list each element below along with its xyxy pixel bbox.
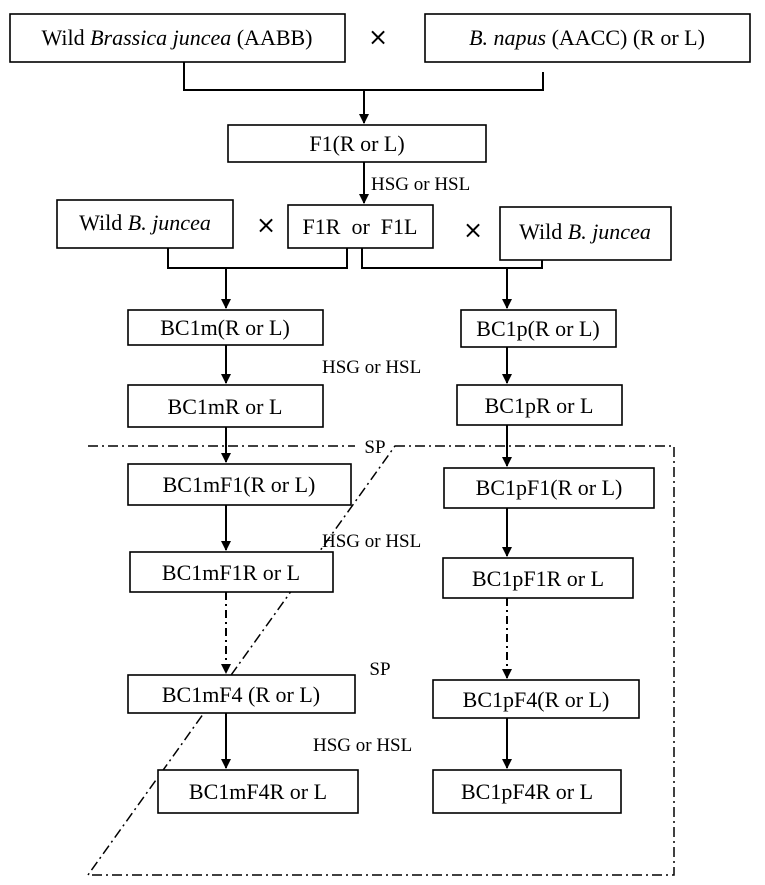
node-bc1pf4-label: BC1pF4(R or L) xyxy=(463,687,610,712)
cross-symbol-left: × xyxy=(256,211,276,239)
cross-symbol-top: × xyxy=(368,23,388,51)
connector-right-cross xyxy=(361,248,543,269)
node-wild-left: Wild B. juncea xyxy=(56,199,234,249)
wild-left-text: Wild xyxy=(79,210,128,235)
node-bc1mf1-label: BC1mF1(R or L) xyxy=(163,472,316,497)
cross-symbol-right: × xyxy=(463,216,483,244)
svg-text:Wild Brassica juncea (AABB): Wild Brassica juncea (AABB) xyxy=(41,25,312,50)
node-bc1pr: BC1pR or L xyxy=(456,384,623,426)
parent-juncea-text-1: Wild xyxy=(41,25,90,50)
svg-text:Wild B. juncea: Wild B. juncea xyxy=(519,219,651,244)
node-bc1p: BC1p(R or L) xyxy=(460,309,617,348)
svg-text:B. napus (AACC) (R or L): B. napus (AACC) (R or L) xyxy=(469,25,705,50)
node-bc1pf4r-label: BC1pF4R or L xyxy=(461,779,593,804)
node-bc1pf1-label: BC1pF1(R or L) xyxy=(476,475,623,500)
node-bc1mf4-label: BC1mF4 (R or L) xyxy=(162,682,320,707)
parent-juncea-text-2: (AABB) xyxy=(231,25,312,50)
svg-text:Wild B. juncea: Wild B. juncea xyxy=(79,210,211,235)
node-wild-right: Wild B. juncea xyxy=(499,206,672,261)
parent-juncea-text-italic: Brassica juncea xyxy=(90,25,231,50)
node-f1: F1(R or L) xyxy=(227,124,487,163)
wild-right-text-italic: B. juncea xyxy=(568,219,651,244)
label-sp-1: SP xyxy=(364,437,385,458)
wild-left-text-italic: B. juncea xyxy=(128,210,211,235)
node-bc1m-label: BC1m(R or L) xyxy=(160,315,290,340)
parent-napus-text-italic: B. napus xyxy=(469,25,546,50)
node-bc1mf1r: BC1mF1R or L xyxy=(129,551,334,593)
parent-napus-text: (AACC) (R or L) xyxy=(546,25,705,50)
label-hsg-3: HSG or HSL xyxy=(322,531,421,552)
node-bc1pf4: BC1pF4(R or L) xyxy=(432,679,640,719)
node-bc1m: BC1m(R or L) xyxy=(127,309,324,346)
node-bc1mf4r-label: BC1mF4R or L xyxy=(189,779,327,804)
node-bc1mr-label: BC1mR or L xyxy=(168,394,283,419)
node-bc1pf1r: BC1pF1R or L xyxy=(442,557,634,599)
node-f1r-f1l: F1R or F1L xyxy=(287,204,434,249)
connector-parents-to-f1 xyxy=(183,62,544,91)
wild-right-text: Wild xyxy=(519,219,568,244)
node-bc1p-label: BC1p(R or L) xyxy=(476,316,599,341)
node-bc1mf4r: BC1mF4R or L xyxy=(157,769,359,814)
label-hsg-2: HSG or HSL xyxy=(322,357,421,378)
node-parent-napus: B. napus (AACC) (R or L) xyxy=(424,13,751,63)
label-hsg-1: HSG or HSL xyxy=(371,174,470,195)
label-hsg-4: HSG or HSL xyxy=(313,735,412,756)
sp-region-frame xyxy=(86,445,675,876)
connector-left-cross xyxy=(167,248,348,269)
node-bc1mf1r-label: BC1mF1R or L xyxy=(162,560,300,585)
node-f1-label: F1(R or L) xyxy=(309,131,404,156)
node-bc1mf1: BC1mF1(R or L) xyxy=(127,463,352,506)
node-bc1mr: BC1mR or L xyxy=(127,384,324,428)
node-bc1pr-label: BC1pR or L xyxy=(485,393,594,418)
node-bc1pf1r-label: BC1pF1R or L xyxy=(472,566,604,591)
node-f1r-f1l-label: F1R or F1L xyxy=(303,214,418,239)
node-parent-juncea: Wild Brassica juncea (AABB) xyxy=(9,13,346,63)
node-bc1mf4: BC1mF4 (R or L) xyxy=(127,674,356,714)
node-bc1pf1: BC1pF1(R or L) xyxy=(443,467,655,509)
node-bc1pf4r: BC1pF4R or L xyxy=(432,769,622,814)
label-sp-2: SP xyxy=(369,659,390,680)
